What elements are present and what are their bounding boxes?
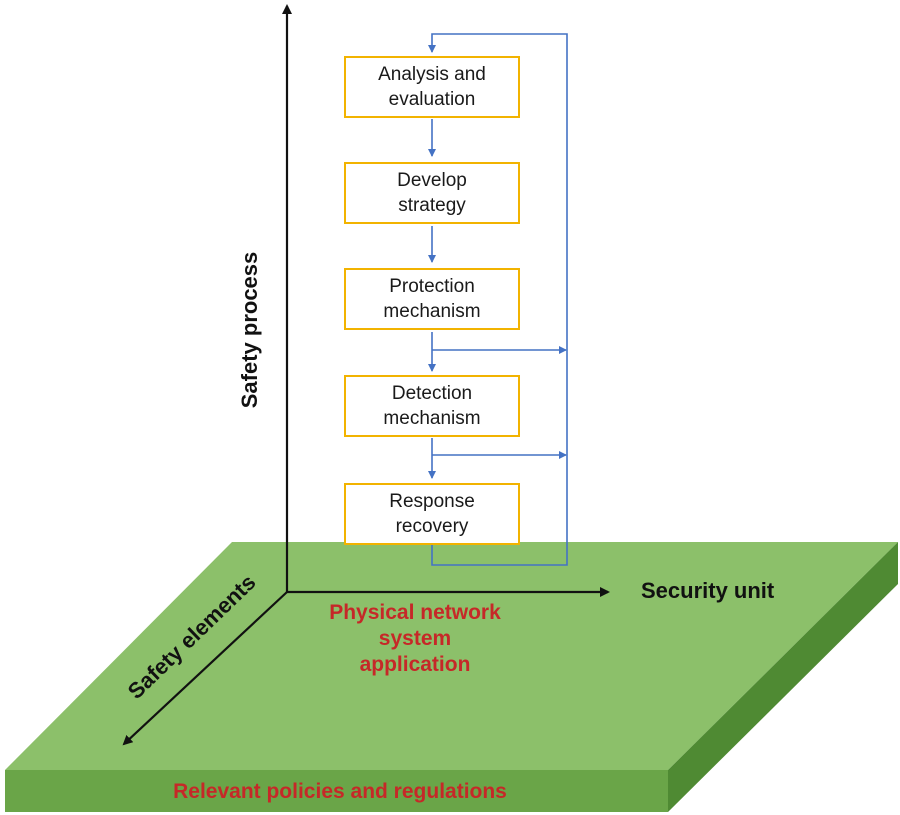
step-detection-mechanism: Detection mechanism [344,375,520,437]
plate-side [668,542,898,812]
plate-top [5,542,898,770]
step-protection-mechanism: Protection mechanism [344,268,520,330]
diagonal-axis [122,591,288,746]
policies-label: Relevant policies and regulations [173,780,507,803]
step-develop-strategy: Develop strategy [344,162,520,224]
flow-connectors [428,33,568,566]
horizontal-axis-label: Security unit [641,578,775,603]
axes [122,4,610,746]
plate-front [5,770,668,812]
vertical-axis-label: Safety process [237,251,262,409]
system-layer-label: Physical network system application [329,601,501,676]
step-analysis-evaluation: Analysis and evaluation [344,56,520,118]
step-response-recovery: Response recovery [344,483,520,545]
